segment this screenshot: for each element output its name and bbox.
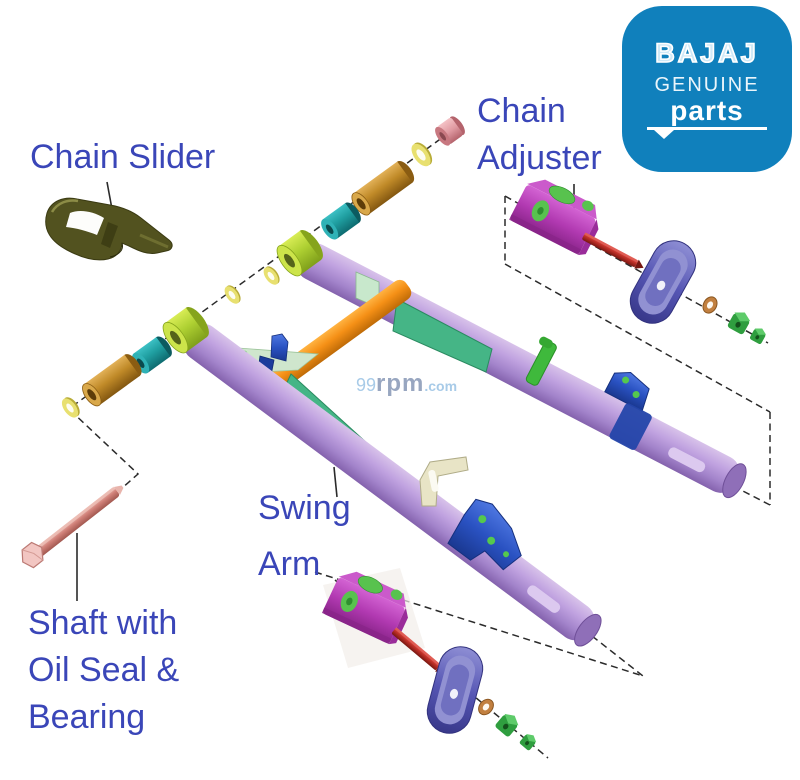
adjuster-end-plate-top <box>629 240 697 324</box>
chain-slider-part <box>45 197 173 261</box>
chain-adjuster-bottom <box>321 568 537 751</box>
pivot-spacer-teal-right <box>321 202 361 240</box>
swing-arm-lower-tube <box>183 323 602 647</box>
adjuster-end-plate-bottom <box>426 646 484 734</box>
pivot-washer-yellow-2 <box>224 285 241 304</box>
adjuster-bolt-top <box>582 232 644 269</box>
watermark-prefix: 99 <box>356 375 377 395</box>
adjuster-nut1-top <box>727 312 751 335</box>
swing-arm-label: Swing Arm <box>258 489 351 583</box>
adjuster-nut2-top <box>749 328 767 345</box>
pivot-seal-yellow <box>411 142 433 167</box>
clamp-band-upper-arm <box>609 403 652 450</box>
chain-guide-clamp <box>525 336 557 386</box>
logo-underline-arrow-icon <box>654 130 674 139</box>
pivot-spacer-teal-left <box>132 336 172 374</box>
pivot-collar-green-right <box>276 230 323 277</box>
front-bracket-blue-upper <box>270 333 289 362</box>
watermark: 99rpm.com <box>356 370 457 398</box>
pivot-bushing-gold-left <box>82 354 142 407</box>
brake-bracket-lower-arm <box>447 498 522 571</box>
logo-parts-text: parts <box>670 95 744 126</box>
adjuster-washer-bottom <box>478 698 494 716</box>
chain-adjuster-label: Chain Adjuster <box>477 92 602 177</box>
pivot-washer-yellow-3 <box>61 397 80 418</box>
slot-lower-arm <box>527 585 561 613</box>
brake-bracket-upper-arm <box>604 372 650 412</box>
watermark-mid: rpm <box>376 370 425 397</box>
pivot-nut-pink <box>435 116 465 146</box>
pivot-shaft <box>21 485 124 569</box>
bajaj-genuine-parts-logo: BAJAJ GENUINE parts <box>622 6 792 172</box>
chain-guard-bracket-cream <box>419 456 469 507</box>
adjuster-washer-top <box>702 296 718 314</box>
leader-swing-arm <box>333 466 338 498</box>
logo-genuine-text: GENUINE <box>654 74 760 96</box>
logo-underline <box>647 127 767 130</box>
logo-brand-text: BAJAJ <box>654 37 759 69</box>
adjuster-nut1-bottom <box>495 713 519 737</box>
chain-adjuster-top <box>509 179 767 345</box>
pivot-washer-yellow-1 <box>263 266 280 285</box>
leader-chain-slider <box>106 181 113 210</box>
chain-slider-label: Chain Slider <box>30 138 216 176</box>
adjuster-nut2-bottom <box>519 733 537 751</box>
pivot-collar-green-left <box>162 307 209 354</box>
slot-upper-arm <box>668 447 706 473</box>
watermark-suffix: .com <box>424 378 458 394</box>
pivot-bushing-gold-right <box>351 160 415 216</box>
adjuster-block-bottom <box>321 571 408 645</box>
shaft-label: Shaft with Oil Seal & Bearing <box>28 604 180 736</box>
gusset-plate-right <box>392 298 493 373</box>
